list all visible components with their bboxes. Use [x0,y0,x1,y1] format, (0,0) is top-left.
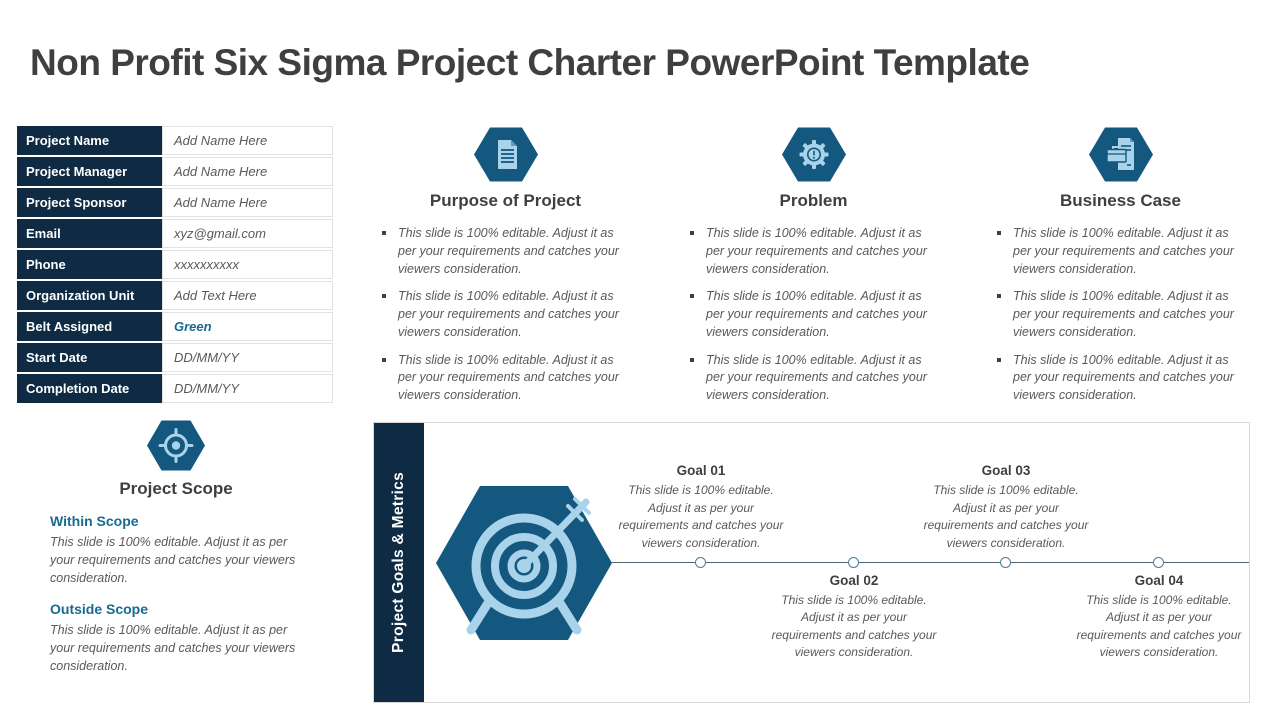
bullet-square-icon [382,294,386,299]
list-item: This slide is 100% editable. Adjust it a… [993,225,1248,278]
bullet-text: This slide is 100% editable. Adjust it a… [1013,289,1234,339]
list-item: This slide is 100% editable. Adjust it a… [686,288,941,341]
project-charter-table: Project Name Add Name Here Project Manag… [17,126,333,405]
row-label: Start Date [17,343,162,372]
table-row: Start Date DD/MM/YY [17,343,333,372]
table-row: Belt Assigned Green [17,312,333,341]
target-crosshair-icon [147,420,205,471]
table-row: Project Name Add Name Here [17,126,333,155]
goals-panel-sidebar: Project Goals & Metrics [374,423,424,702]
section-title: Business Case [1060,191,1181,210]
table-row: Project Manager Add Name Here [17,157,333,186]
row-value: Add Text Here [162,281,333,310]
goal-text: This slide is 100% editable. Adjust it a… [923,483,1089,550]
briefcase-document-icon [1088,127,1153,182]
bullet-square-icon [382,231,386,235]
goals-panel-sidebar-label: Project Goals & Metrics [390,472,407,653]
project-goals-metrics-panel: Project Goals & Metrics [373,422,1250,703]
bullet-text: This slide is 100% editable. Adjust it a… [398,289,619,339]
bullet-square-icon [690,231,694,235]
goal-title: Goal 02 [829,573,879,588]
row-value: DD/MM/YY [162,343,333,372]
goal-text: This slide is 100% editable. Adjust it a… [771,593,937,660]
gear-warning-icon [781,127,846,182]
subsection-text: This slide is 100% editable. Adjust it a… [50,535,296,585]
bullet-text: This slide is 100% editable. Adjust it a… [1013,352,1234,403]
bullet-text: This slide is 100% editable. Adjust it a… [706,352,927,403]
section-business-case: Business Case This slide is 100% editabl… [993,127,1248,415]
outside-scope-block: Outside Scope This slide is 100% editabl… [40,601,312,675]
list-item: This slide is 100% editable. Adjust it a… [378,352,633,405]
section-problem: Problem This slide is 100% editable. Adj… [686,127,941,415]
goal-title: Goal 04 [1134,573,1184,588]
row-label: Project Manager [17,157,162,186]
bullet-square-icon [997,294,1001,299]
subsection-text: This slide is 100% editable. Adjust it a… [50,623,296,673]
section-title: Project Scope [119,479,233,498]
section-project-scope: Project Scope Within Scope This slide is… [40,420,312,676]
row-value-belt-assigned: Green [162,312,333,341]
goal-title: Goal 01 [676,463,726,479]
row-value: Add Name Here [162,157,333,186]
goal-03-block: Goal 03 This slide is 100% editable. Adj… [920,463,1092,552]
list-item: This slide is 100% editable. Adjust it a… [378,288,633,341]
table-row: Completion Date DD/MM/YY [17,374,333,403]
bullet-text: This slide is 100% editable. Adjust it a… [398,352,619,403]
row-label: Email [17,219,162,248]
bullet-text: This slide is 100% editable. Adjust it a… [706,226,927,276]
bullet-text: This slide is 100% editable. Adjust it a… [706,289,927,339]
timeline-marker [1153,557,1164,568]
table-row: Organization Unit Add Text Here [17,281,333,310]
row-label: Belt Assigned [17,312,162,341]
row-value: xxxxxxxxxx [162,250,333,279]
page-title: Non Profit Six Sigma Project Charter Pow… [30,42,1030,83]
goal-text: This slide is 100% editable. Adjust it a… [1076,593,1242,660]
list-item: This slide is 100% editable. Adjust it a… [993,352,1248,405]
row-value: Add Name Here [162,126,333,155]
row-value: Add Name Here [162,188,333,217]
dartboard-arrow-icon [436,486,612,640]
row-label: Project Sponsor [17,188,162,217]
subsection-heading: Within Scope [50,513,139,529]
table-row: Email xyz@gmail.com [17,219,333,248]
list-item: This slide is 100% editable. Adjust it a… [993,288,1248,341]
row-value: xyz@gmail.com [162,219,333,248]
goal-text: This slide is 100% editable. Adjust it a… [618,483,784,550]
bullet-list: This slide is 100% editable. Adjust it a… [686,225,941,405]
bullet-text: This slide is 100% editable. Adjust it a… [398,226,619,276]
bullet-square-icon [997,231,1001,235]
section-title: Purpose of Project [429,191,582,210]
row-label: Project Name [17,126,162,155]
goal-title: Goal 03 [981,463,1031,479]
timeline-marker [848,557,859,568]
timeline-marker [695,557,706,568]
table-row: Phone xxxxxxxxxx [17,250,333,279]
bullet-square-icon [997,357,1001,362]
within-scope-block: Within Scope This slide is 100% editable… [40,513,312,587]
subsection-heading: Outside Scope [50,601,149,618]
timeline-marker [1000,557,1011,568]
section-purpose-of-project: Purpose of Project This slide is 100% ed… [378,127,633,415]
row-label: Phone [17,250,162,279]
goal-04-block: Goal 04 This slide is 100% editable. Adj… [1073,573,1245,662]
bullet-list: This slide is 100% editable. Adjust it a… [378,225,633,405]
row-label: Organization Unit [17,281,162,310]
list-item: This slide is 100% editable. Adjust it a… [686,225,941,278]
goal-01-block: Goal 01 This slide is 100% editable. Adj… [615,463,787,552]
row-label: Completion Date [17,374,162,403]
section-title: Problem [779,191,848,210]
bullet-square-icon [382,357,386,362]
bullet-list: This slide is 100% editable. Adjust it a… [993,225,1248,405]
list-item: This slide is 100% editable. Adjust it a… [378,225,633,278]
goal-02-block: Goal 02 This slide is 100% editable. Adj… [768,573,940,662]
document-icon [473,127,538,182]
row-value: DD/MM/YY [162,374,333,403]
table-row: Project Sponsor Add Name Here [17,188,333,217]
bullet-text: This slide is 100% editable. Adjust it a… [1013,226,1234,276]
bullet-square-icon [690,357,694,362]
goals-timeline-line [612,562,1249,563]
bullet-square-icon [690,294,694,299]
list-item: This slide is 100% editable. Adjust it a… [686,352,941,405]
